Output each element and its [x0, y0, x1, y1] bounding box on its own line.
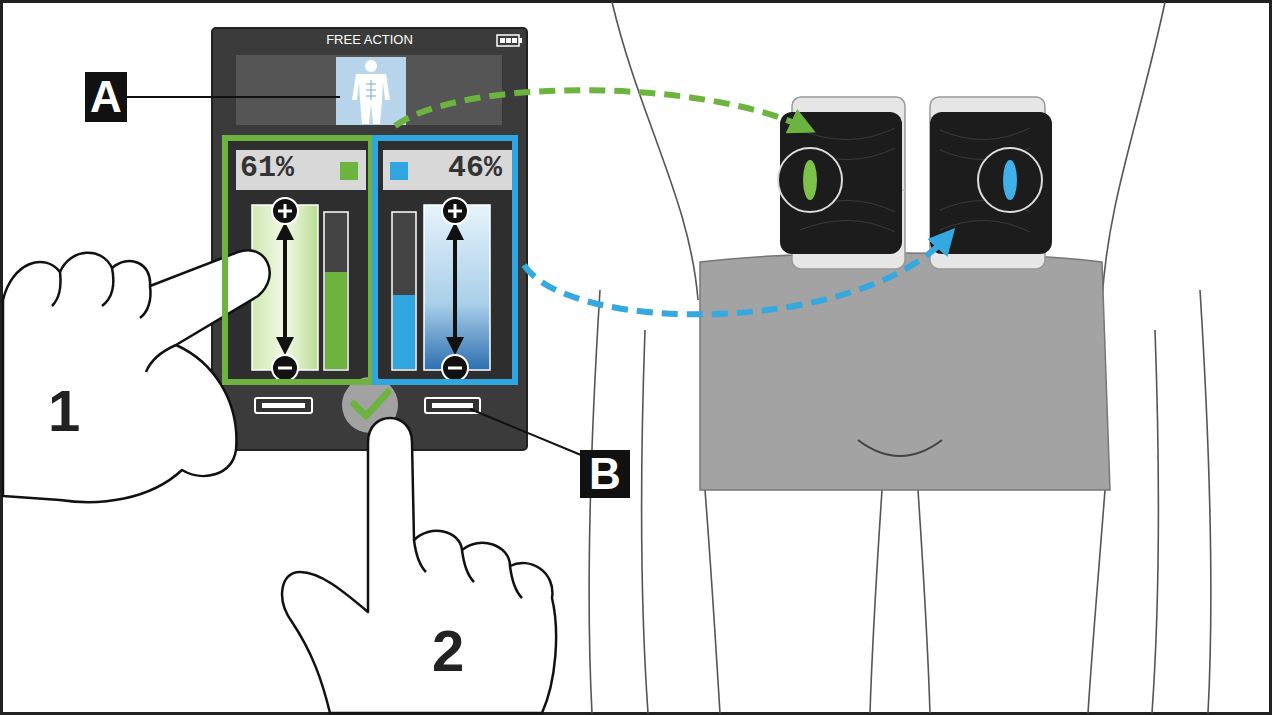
green-channel-panel: 61% [222, 135, 374, 385]
callout-letter: B [589, 450, 621, 498]
blue-channel-panel: 46% [372, 135, 518, 385]
body-outline [589, 2, 1211, 713]
callout-box: B [580, 450, 630, 498]
shorts-seam [858, 440, 942, 456]
body-icon [352, 60, 390, 124]
hand [3, 250, 270, 502]
device-screen-body [212, 28, 527, 450]
step-number: 2 [432, 622, 464, 680]
leader-line [127, 96, 340, 98]
device-screen: FREE ACTION 61% 46% [212, 28, 527, 450]
screen-title: FREE ACTION [326, 33, 413, 47]
callout-box: A [85, 72, 127, 122]
callout-letter: A [90, 73, 122, 121]
intensity-value: 46% [448, 152, 502, 185]
leader-line [470, 409, 581, 455]
electrode-pad [930, 97, 1052, 269]
hand [282, 418, 556, 713]
dashed-arrow [524, 236, 948, 314]
shorts [700, 253, 1110, 490]
step-number: 1 [48, 382, 80, 440]
dashed-arrow [395, 90, 806, 128]
intensity-value: 61% [240, 152, 294, 185]
